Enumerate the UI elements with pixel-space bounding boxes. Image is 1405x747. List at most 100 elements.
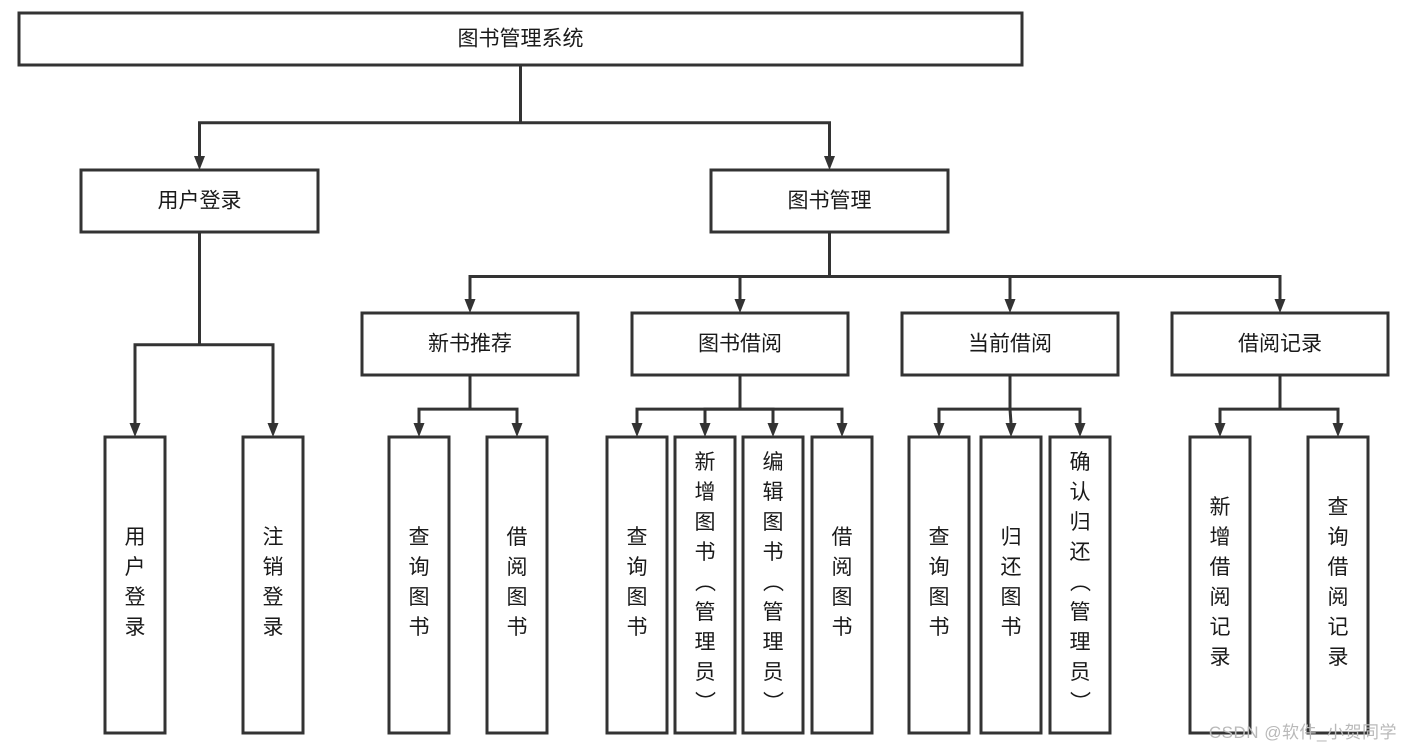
node-box — [673, 435, 737, 735]
edge-connector — [198, 121, 521, 156]
node-box — [485, 435, 549, 735]
edge-connector — [829, 275, 1012, 299]
node-label: 图书借阅 — [698, 333, 782, 356]
edge-connector — [1008, 408, 1013, 424]
node-leaf-user-login[interactable]: 用户登录 — [103, 435, 167, 735]
node-box — [1306, 435, 1370, 735]
node-borrow-records[interactable]: 借阅记录 — [1170, 311, 1390, 377]
edge-arrowhead — [933, 423, 945, 437]
node-leaf-confirm-return[interactable]: 确认归还（管理员） — [1048, 435, 1112, 735]
node-label: 查询图书 — [409, 526, 430, 639]
node-box — [605, 435, 669, 735]
node-box — [241, 435, 305, 735]
edge-connector — [520, 121, 831, 156]
edge-arrowhead — [836, 423, 848, 437]
edge-group-borrow-records — [1214, 375, 1344, 437]
node-label: 新书推荐 — [428, 333, 512, 356]
edge-connector — [829, 275, 1282, 299]
node-box — [979, 435, 1043, 735]
edge-connector — [937, 407, 1010, 423]
node-leaf-edit-book[interactable]: 编辑图书（管理员） — [741, 435, 805, 735]
node-label: 查询图书 — [627, 526, 648, 639]
edge-group-root — [194, 65, 835, 170]
edge-connector — [199, 343, 275, 423]
edge-arrowhead — [631, 423, 643, 437]
edge-arrowhead — [734, 299, 746, 313]
node-book-borrow[interactable]: 图书借阅 — [630, 311, 850, 377]
node-new-book-recommend[interactable]: 新书推荐 — [360, 311, 580, 377]
node-label: 当前借阅 — [968, 333, 1052, 356]
edge-arrowhead — [1214, 423, 1226, 437]
node-label: 图书管理系统 — [458, 28, 584, 51]
node-box — [360, 311, 580, 377]
edge-arrowhead — [824, 156, 835, 170]
node-label: 用户登录 — [158, 190, 242, 213]
edge-connector — [740, 407, 775, 423]
node-leaf-query-book-3[interactable]: 查询图书 — [907, 435, 971, 735]
node-box — [1170, 311, 1390, 377]
edge-arrowhead — [1005, 423, 1017, 437]
node-box — [630, 311, 850, 377]
node-label: 新增图书（管理员） — [695, 451, 717, 714]
edge-arrowhead — [464, 299, 476, 313]
node-box — [79, 168, 320, 234]
node-box — [387, 435, 451, 735]
node-box — [17, 11, 1024, 67]
node-root[interactable]: 图书管理系统 — [17, 11, 1024, 67]
edge-connector — [417, 407, 470, 423]
edge-connector — [740, 407, 844, 423]
node-label: 确认归还（管理员） — [1070, 451, 1092, 714]
node-box — [810, 435, 874, 735]
edge-arrowhead — [1332, 423, 1344, 437]
edge-arrowhead — [1274, 299, 1286, 313]
edge-arrowhead — [267, 423, 279, 437]
edge-connector — [1010, 407, 1082, 423]
node-box — [907, 435, 971, 735]
node-leaf-add-record[interactable]: 新增借阅记录 — [1188, 435, 1252, 735]
edge-group-new-book-recommend — [413, 375, 523, 437]
edges-layer — [129, 65, 1344, 437]
node-box — [1188, 435, 1252, 735]
node-box — [1048, 435, 1112, 735]
node-leaf-query-book-1[interactable]: 查询图书 — [387, 435, 451, 735]
node-leaf-borrow-book-2[interactable]: 借阅图书 — [810, 435, 874, 735]
node-label: 借阅图书 — [507, 526, 528, 639]
edge-connector — [468, 275, 830, 299]
node-leaf-return-book[interactable]: 归还图书 — [979, 435, 1043, 735]
edge-group-book-management — [464, 232, 1286, 313]
edge-arrowhead — [1074, 423, 1086, 437]
csdn-watermark: CSDN @软件_小贺同学 — [1208, 723, 1397, 742]
node-label: 编辑图书（管理员） — [763, 451, 785, 714]
node-leaf-borrow-book-1[interactable]: 借阅图书 — [485, 435, 549, 735]
nodes-layer: 图书管理系统用户登录图书管理新书推荐图书借阅当前借阅借阅记录用户登录注销登录查询… — [17, 11, 1390, 735]
edge-arrowhead — [511, 423, 523, 437]
edge-group-book-borrow — [631, 375, 848, 437]
edge-arrowhead — [1004, 299, 1016, 313]
node-user-login[interactable]: 用户登录 — [79, 168, 320, 234]
node-label: 归还图书 — [1001, 526, 1022, 639]
edge-connector — [1218, 407, 1280, 423]
node-box — [741, 435, 805, 735]
edge-arrowhead — [699, 423, 711, 437]
node-current-borrow[interactable]: 当前借阅 — [900, 311, 1120, 377]
node-leaf-query-book-2[interactable]: 查询图书 — [605, 435, 669, 735]
node-label: 查询图书 — [929, 526, 950, 639]
edge-arrowhead — [129, 423, 141, 437]
edge-group-user-login — [129, 232, 279, 437]
node-box — [103, 435, 167, 735]
edge-group-current-borrow — [933, 375, 1086, 437]
edge-connector — [635, 407, 740, 423]
node-label: 注销登录 — [263, 526, 284, 639]
edge-connector — [703, 407, 740, 423]
node-leaf-logout[interactable]: 注销登录 — [241, 435, 305, 735]
node-box — [900, 311, 1120, 377]
node-leaf-add-book[interactable]: 新增图书（管理员） — [673, 435, 737, 735]
node-book-management[interactable]: 图书管理 — [709, 168, 950, 234]
node-label: 图书管理 — [788, 190, 872, 213]
edge-connector — [133, 343, 200, 423]
node-label: 借阅记录 — [1238, 333, 1322, 356]
node-leaf-query-record[interactable]: 查询借阅记录 — [1306, 435, 1370, 735]
node-label: 查询借阅记录 — [1328, 496, 1349, 669]
